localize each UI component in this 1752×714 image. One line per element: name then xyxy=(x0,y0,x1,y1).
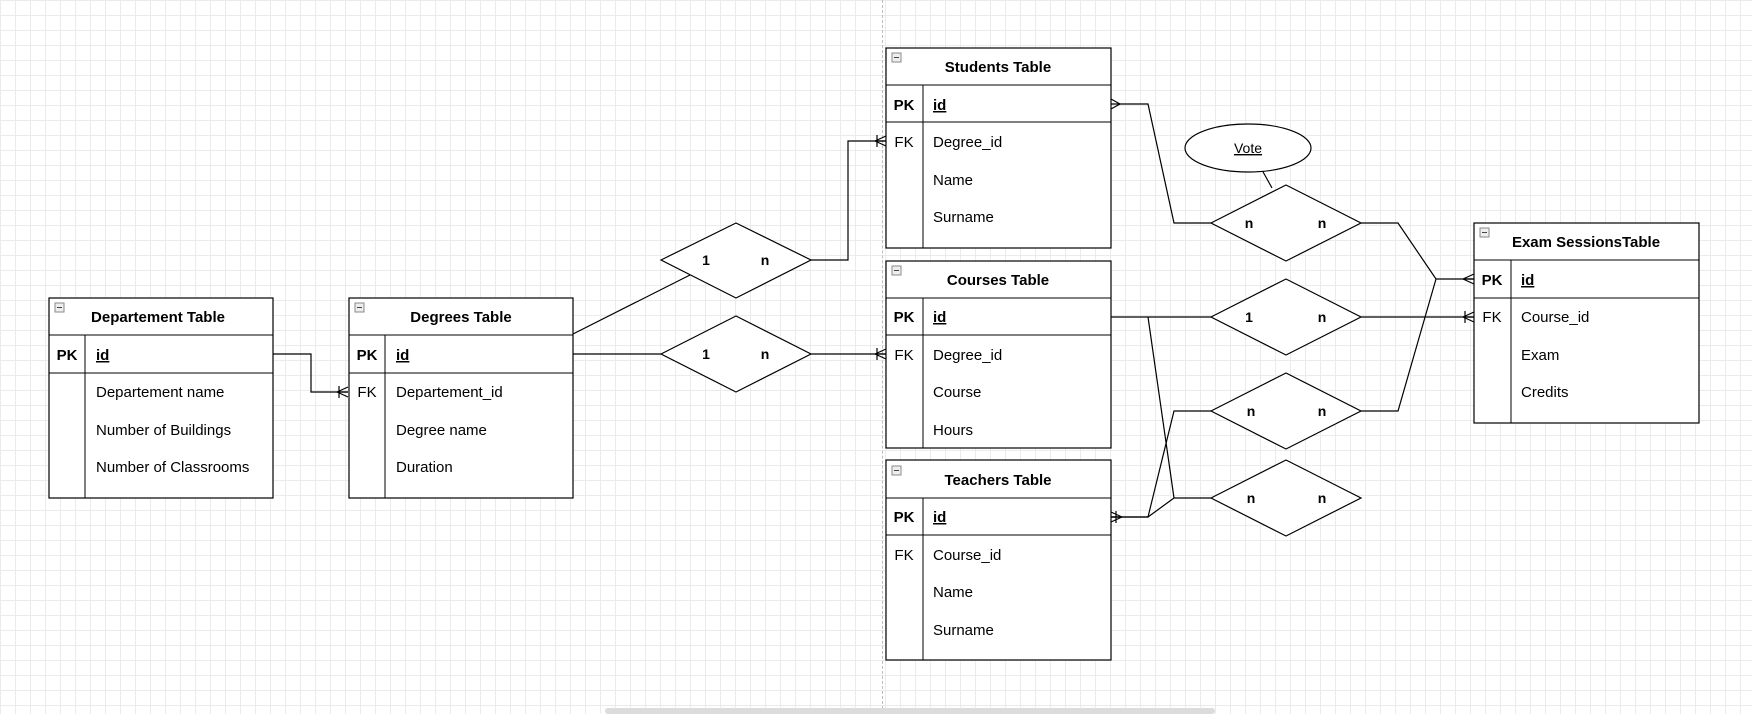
pk-label: PK xyxy=(57,347,78,364)
exam-sessions-table[interactable]: Exam SessionsTable PK id FK Course_id Ex… xyxy=(1473,222,1700,424)
cardinality-left: 1 xyxy=(1245,309,1253,325)
cardinality-right: n xyxy=(1318,490,1327,506)
field-label: Number of Buildings xyxy=(96,422,231,439)
crowfoot-courses-degree xyxy=(874,348,887,360)
crowfoot-exams-pk xyxy=(1462,273,1475,285)
cardinality-right: n xyxy=(1318,403,1327,419)
field-label: Exam xyxy=(1521,347,1559,364)
cardinality-left: n xyxy=(1247,490,1256,506)
table-title: Students Table xyxy=(945,59,1051,76)
cardinality-right: n xyxy=(1318,309,1327,325)
relation-teachers-exams[interactable]: n n xyxy=(1209,372,1363,450)
crowfoot-students-exams xyxy=(1110,98,1121,110)
connector-rel5-exams[interactable] xyxy=(1361,278,1437,412)
field-label: Surname xyxy=(933,622,994,639)
cardinality-left: 1 xyxy=(702,252,710,268)
relation-teachers-courses[interactable]: n n xyxy=(1209,459,1363,537)
teachers-table[interactable]: Teachers Table PK id FK Course_id Name S… xyxy=(885,459,1112,661)
table-title: Exam SessionsTable xyxy=(1512,234,1660,251)
pk-label: PK xyxy=(1482,272,1503,289)
pk-label: PK xyxy=(894,309,915,326)
courses-table[interactable]: Courses Table PK id FK Degree_id Course … xyxy=(885,260,1112,449)
cardinality-left: n xyxy=(1247,403,1256,419)
pk-label: PK xyxy=(894,509,915,526)
field-label: Course_id xyxy=(933,547,1001,564)
field-label: Duration xyxy=(396,459,453,476)
field-label: Course_id xyxy=(1521,309,1589,326)
field-label: Number of Classrooms xyxy=(96,459,249,476)
pk-label: PK xyxy=(357,347,378,364)
pk-field: id xyxy=(96,347,109,364)
connector-students-rel3[interactable] xyxy=(1111,103,1211,224)
connector-teachers-rel5[interactable] xyxy=(1111,410,1211,518)
field-label: Credits xyxy=(1521,384,1569,401)
crowfoot-exams-course xyxy=(1462,311,1475,323)
cardinality-right: n xyxy=(1318,215,1327,231)
connector-rel3-exams[interactable] xyxy=(1361,222,1474,280)
crowfoot-teachers-pk xyxy=(1110,511,1123,523)
fk-label: FK xyxy=(894,134,913,151)
crowfoot-students-degree xyxy=(874,135,887,147)
fk-label: FK xyxy=(1482,309,1501,326)
cardinality-left: 1 xyxy=(702,346,710,362)
relation-courses-exams[interactable]: 1 n xyxy=(1209,278,1363,356)
field-label: Degree_id xyxy=(933,134,1002,151)
field-label: Course xyxy=(933,384,981,401)
field-label: Degree name xyxy=(396,422,487,439)
pk-label: PK xyxy=(894,97,915,114)
fk-label: FK xyxy=(894,347,913,364)
crowfoot-degrees-departement xyxy=(336,386,349,398)
table-title: Teachers Table xyxy=(945,472,1052,489)
field-label: Name xyxy=(933,584,973,601)
relation-degrees-courses[interactable]: 1 n xyxy=(659,315,813,393)
table-title: Courses Table xyxy=(947,272,1049,289)
connector-rel1-students[interactable] xyxy=(811,140,886,261)
connector-degrees-rel1[interactable] xyxy=(572,274,691,335)
vote-attribute[interactable]: Vote xyxy=(1184,123,1312,173)
fk-label: FK xyxy=(357,384,376,401)
field-label: Hours xyxy=(933,422,973,439)
field-label: Departement_id xyxy=(396,384,503,401)
connectors xyxy=(273,98,1475,523)
pk-field: id xyxy=(396,347,409,364)
table-title: Degrees Table xyxy=(410,309,511,326)
field-label: Surname xyxy=(933,209,994,226)
degrees-table[interactable]: Degrees Table PK id FK Departement_id De… xyxy=(348,297,574,499)
relation-students-exams[interactable]: n n xyxy=(1209,184,1363,262)
pk-field: id xyxy=(933,509,946,526)
cardinality-right: n xyxy=(761,252,770,268)
connector-teachers-rel6[interactable] xyxy=(1111,497,1211,518)
departement-table[interactable]: Departement Table PK id Departement name… xyxy=(48,297,274,499)
table-title: Departement Table xyxy=(91,309,225,326)
fk-label: FK xyxy=(894,547,913,564)
field-label: Name xyxy=(933,172,973,189)
pk-field: id xyxy=(933,97,946,114)
pk-field: id xyxy=(1521,272,1534,289)
horizontal-scrollbar[interactable] xyxy=(605,708,1215,714)
pk-field: id xyxy=(933,309,946,326)
cardinality-right: n xyxy=(761,346,770,362)
connector-courses-rel6[interactable] xyxy=(1147,316,1175,499)
field-label: Degree_id xyxy=(933,347,1002,364)
cardinality-left: n xyxy=(1245,215,1254,231)
field-label: Departement name xyxy=(96,384,224,401)
vote-label: Vote xyxy=(1234,140,1262,156)
connector-vote-rel3[interactable] xyxy=(1261,169,1273,189)
students-table[interactable]: Students Table PK id FK Degree_id Name S… xyxy=(885,47,1112,249)
connector-departement-degrees[interactable] xyxy=(273,353,348,393)
relation-degrees-students[interactable]: 1 n xyxy=(659,222,813,299)
